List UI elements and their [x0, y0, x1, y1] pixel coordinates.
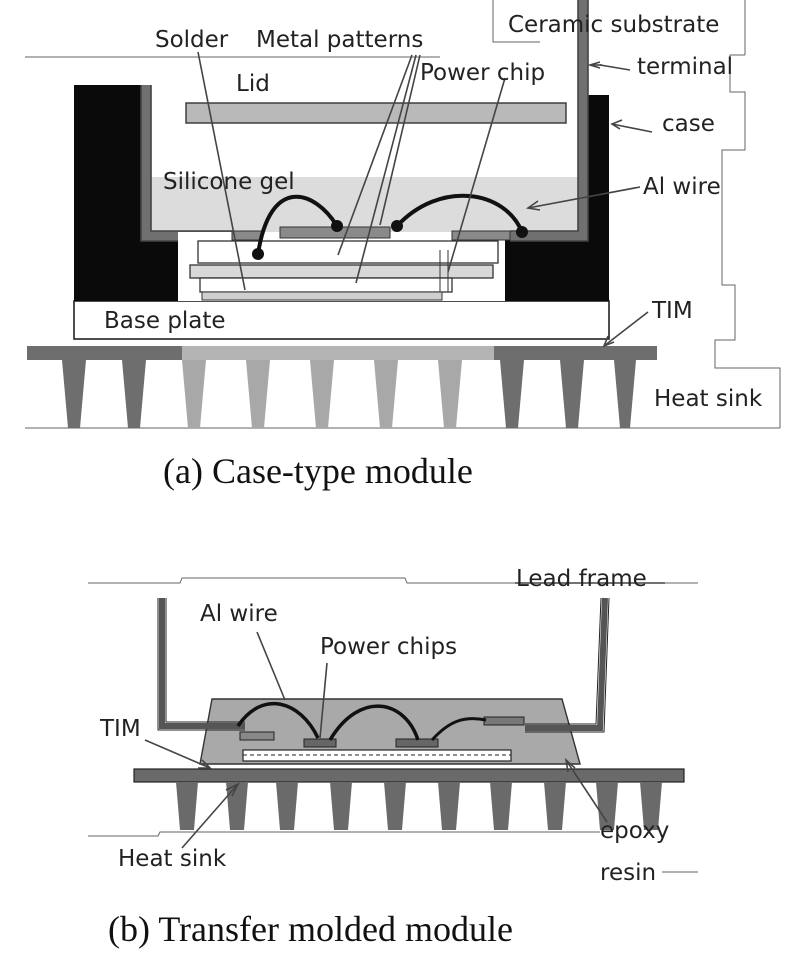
label-tim-a: TIM [651, 298, 693, 324]
epoxy-resin-body [199, 698, 581, 765]
label-epoxy: epoxy [600, 818, 669, 844]
label-terminal: terminal [637, 54, 733, 80]
image-frame-a [25, 0, 781, 429]
leader-lines-b [144, 582, 665, 849]
heat-sink-a [27, 346, 657, 428]
label-power-chips: Power chips [320, 634, 457, 660]
label-lid: Lid [236, 71, 270, 97]
label-al-wire-b: Al wire [200, 601, 278, 627]
label-al-wire-a: Al wire [643, 174, 721, 200]
al-wire-b-3 [430, 717, 487, 742]
lid [185, 102, 567, 124]
label-metal-patterns: Metal patterns [256, 27, 423, 53]
label-silicone-gel: Silicone gel [163, 169, 295, 195]
lead-frame [159, 597, 608, 731]
label-ceramic-substrate: Ceramic substrate [508, 12, 719, 38]
label-base-plate: Base plate [104, 308, 226, 334]
al-wire-b-1 [236, 701, 320, 739]
heat-sink-b [133, 768, 685, 830]
label-heat-sink-b: Heat sink [118, 846, 227, 872]
case-type-module: Solder Metal patterns Ceramic substrate … [25, 0, 781, 491]
transfer-molded-module: Lead frame Al wire Power chips TIM epoxy… [88, 566, 698, 949]
leader-lines-a [197, 51, 653, 348]
al-wire-b-2 [328, 704, 420, 741]
al-wire-a-2 [395, 193, 524, 233]
case-wall-right [505, 95, 609, 301]
label-power-chip: Power chip [420, 60, 545, 86]
label-solder: Solder [155, 27, 229, 53]
al-wire-a-1 [256, 194, 339, 255]
label-tim-b: TIM [99, 716, 141, 742]
label-case: case [662, 111, 715, 137]
image-frame-b [88, 577, 698, 873]
base-plate [73, 300, 610, 340]
case-wall-left [74, 85, 178, 301]
label-lead-frame: Lead frame [516, 566, 647, 592]
silicone-gel [150, 177, 587, 233]
substrate-stack [178, 226, 511, 301]
label-resin: resin [600, 860, 656, 886]
caption-a: (a) Case-type module [163, 451, 473, 491]
label-heat-sink-a: Heat sink [654, 386, 763, 412]
caption-b: (b) Transfer molded module [108, 909, 513, 949]
power-chip-b-1 [303, 738, 337, 748]
